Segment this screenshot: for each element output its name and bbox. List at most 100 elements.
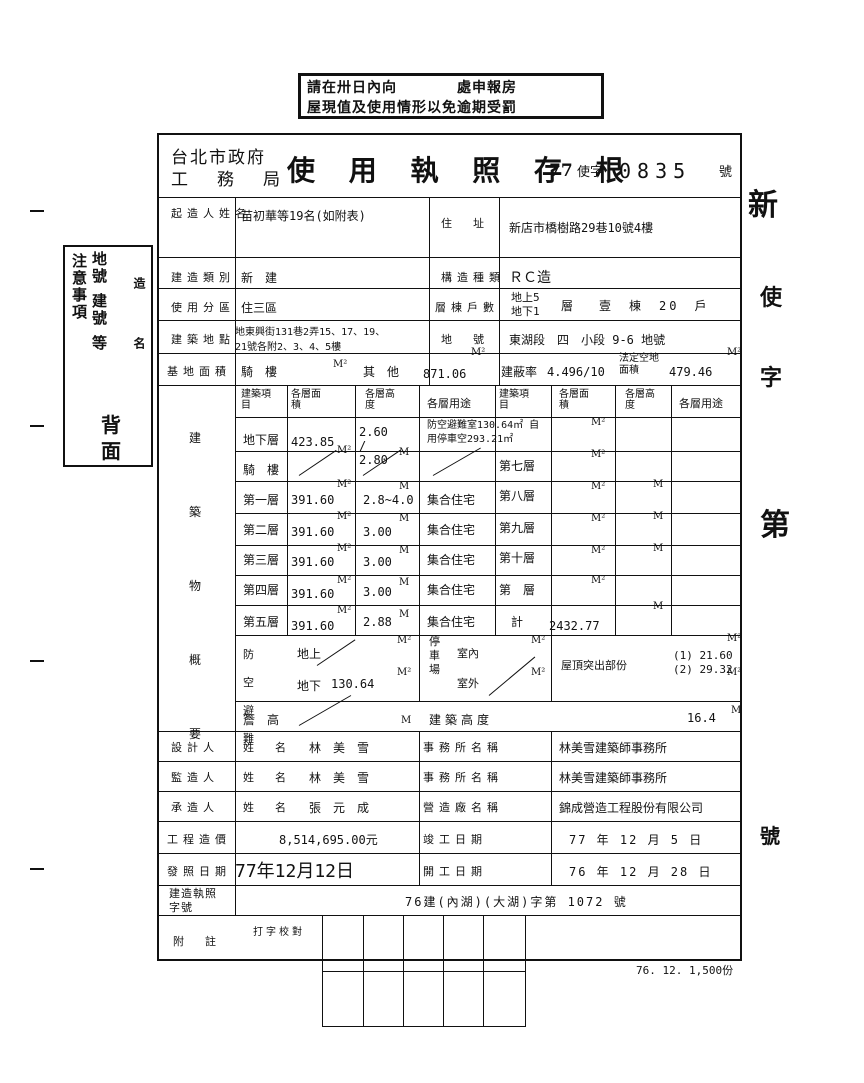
unit-m: M <box>731 705 742 716</box>
building-height-label: 建築高度 <box>429 713 494 727</box>
margin-mark <box>30 868 44 870</box>
row-use: 集合住宅 <box>427 615 476 629</box>
unit-m2: M² <box>591 545 606 556</box>
right-row-9: 第九層 <box>499 521 536 535</box>
other-label: 其 他 <box>363 365 400 379</box>
handwriting-right-1: 使 <box>760 285 783 311</box>
remarks-label: 附 註 <box>173 935 221 948</box>
row-use: 集合住宅 <box>427 523 476 537</box>
form-title: 使 用 執 照 存 根 <box>287 154 636 187</box>
row-name: 第二層 <box>243 523 280 537</box>
other-value: 871.06 <box>423 367 467 381</box>
start-label: 開工日期 <box>423 865 487 878</box>
approval-stamp-block <box>322 915 526 1027</box>
hdr-height-2: 各層高度 <box>625 389 655 411</box>
contractor-office: 錦成營造工程股份有限公司 <box>559 801 704 815</box>
legal-open-label: 法定空地面積 <box>619 353 659 376</box>
side-note-c: 建號 <box>90 293 108 327</box>
hdr-area: 各層面積 <box>291 389 321 411</box>
stamp-line-2: 屋現值及使用情形以免逾期受罰 <box>307 100 517 116</box>
unit-m: M <box>399 481 410 492</box>
designer-office-label: 事務所名稱 <box>423 741 503 754</box>
supervisor-office: 林美雪建築師事務所 <box>559 771 668 785</box>
structure-label: 構造種類 <box>441 271 505 284</box>
floors-below: 地下1 <box>511 305 540 318</box>
side-note-a: 注意事項 <box>70 253 88 321</box>
unit-m2: M² <box>337 543 352 554</box>
unit-m2: M² <box>337 479 352 490</box>
handwriting-right-2: 字 <box>760 365 783 391</box>
stamp-notice: 請在卅日內向 處申報房 屋現值及使用情形以免逾期受罰 <box>298 73 604 119</box>
row-area: 391.60 <box>291 493 335 507</box>
issue-label: 發照日期 <box>167 865 231 878</box>
side-note-f: 背面 <box>101 413 121 463</box>
roof-label: 屋頂突出部份 <box>561 659 627 672</box>
right-row-n: 第 層 <box>499 583 536 597</box>
row-height: 2.88 <box>363 615 392 629</box>
contractor-name-label: 姓 名 <box>243 801 291 814</box>
structure-value: ＲＣ造 <box>509 270 551 286</box>
unit-m: M <box>399 447 410 458</box>
unit-m2: M² <box>337 605 352 616</box>
eave-label: 簷 高 <box>243 713 280 727</box>
proofread-note: 打字校對 <box>253 927 305 938</box>
row-name: 第四層 <box>243 583 280 597</box>
hdr-use: 各層用途 <box>427 397 471 410</box>
zone-label: 使用分區 <box>171 301 235 314</box>
designer-name-label: 姓 名 <box>243 741 291 754</box>
legal-open-value: 479.46 <box>669 365 713 379</box>
permit-value: 76建(內湖)(大湖)字第 1072 號 <box>405 895 628 909</box>
handwriting-right-0: 新 <box>748 188 778 223</box>
row-use: 集合住宅 <box>427 583 476 597</box>
unit-m: M <box>399 577 410 588</box>
row-height: 2.60 / 2.80 <box>359 425 388 467</box>
row-height: 3.00 <box>363 525 392 539</box>
completion-label: 竣工日期 <box>423 833 487 846</box>
shelter-below: 地下 <box>297 679 322 693</box>
cost-label: 工程造價 <box>167 833 231 846</box>
unit-m2: M² <box>337 445 352 456</box>
row-name: 地下層 <box>243 433 280 447</box>
usage-license-form: 台北市政府 工 務 局 使 用 執 照 存 根 77 使字 0835 號 起造人… <box>157 133 742 961</box>
row-use: 集合住宅 <box>427 493 476 507</box>
row-name: 第一層 <box>243 493 280 507</box>
building-side-label: 建築物概要 <box>189 431 202 741</box>
unit-m2: M² <box>471 347 486 358</box>
parking-outdoor: 室外 <box>457 677 479 690</box>
row-use: 集合住宅 <box>427 553 476 567</box>
cost-value: 8,514,695.00元 <box>279 833 378 847</box>
hdr-use-2: 各層用途 <box>679 397 723 410</box>
unit-m2: M² <box>591 449 606 460</box>
address-value: 新店市橋樹路29巷10號4樓 <box>509 221 654 235</box>
hdr-item: 建築項目 <box>241 389 271 411</box>
row-area: 423.85 <box>291 435 335 449</box>
license-year: 77 <box>549 161 573 181</box>
unit-m2: M² <box>591 575 606 586</box>
unit-m2: M² <box>531 667 546 678</box>
start-date: 76 年 12 月 28 日 <box>569 865 713 879</box>
coverage-value: 4.496/10 <box>547 365 605 379</box>
total-area: 2432.77 <box>549 619 600 633</box>
license-prefix: 使字 <box>577 165 604 180</box>
unit-m2: M² <box>397 667 412 678</box>
supervisor-label: 監造人 <box>171 771 219 784</box>
right-row-10: 第十層 <box>499 551 536 565</box>
margin-mark <box>30 660 44 662</box>
unit-m: M <box>653 479 664 490</box>
site-value-1: 地東興街131巷2弄15、17、19、 <box>235 327 386 338</box>
contractor-name: 張 元 成 <box>309 801 370 815</box>
supervisor-name: 林 美 雪 <box>309 771 370 785</box>
permit-label: 建造執照字號 <box>169 887 217 914</box>
supervisor-name-label: 姓 名 <box>243 771 291 784</box>
site-label: 建築地點 <box>171 333 235 346</box>
row-area: 391.60 <box>291 619 335 633</box>
handwriting-right-4: 號 <box>760 824 780 848</box>
unit-m2: M² <box>591 417 606 428</box>
unit-m2: M² <box>727 667 742 678</box>
unit-m2: M² <box>337 511 352 522</box>
row-name: 騎 樓 <box>243 463 280 477</box>
row-height: 2.8~4.0 <box>363 493 414 507</box>
shelter-above: 地上 <box>297 647 322 661</box>
stamp-line-1: 請在卅日內向 處申報房 <box>307 80 517 96</box>
unit-m: M <box>399 545 410 556</box>
